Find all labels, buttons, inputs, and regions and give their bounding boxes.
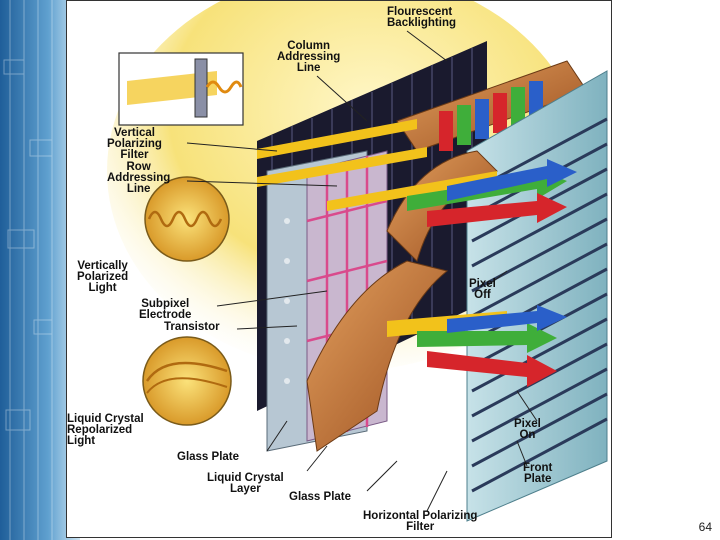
label-line: Light — [77, 283, 128, 294]
label-line: On — [514, 430, 541, 441]
label-liquid-crystal-repolarized-light: Liquid Crystal Repolarized Light — [67, 414, 144, 447]
label-vertical-polarizing-filter: Vertical Polarizing Filter — [107, 128, 162, 161]
label-column-addressing-line: Column Addressing Line — [277, 41, 340, 74]
label-row-addressing-line: Row Addressing Line — [107, 162, 170, 195]
label-pixel-off: Pixel Off — [469, 279, 496, 301]
label-liquid-crystal-layer: Liquid Crystal Layer — [207, 473, 284, 495]
label-line: Layer — [207, 484, 284, 495]
label-line: Plate — [523, 474, 552, 485]
label-line: Line — [107, 184, 170, 195]
label-pixel-on: Pixel On — [514, 419, 541, 441]
label-line: Off — [469, 290, 496, 301]
label-subpixel-electrode: Subpixel Electrode — [139, 299, 191, 321]
label-line: Filter — [363, 522, 477, 533]
lens-lower — [143, 337, 231, 425]
label-vertically-polarized-light: Vertically Polarized Light — [77, 261, 128, 294]
label-line: Backlighting — [387, 18, 456, 29]
slide-page-number: 64 — [699, 520, 712, 534]
label-line: Filter — [107, 150, 162, 161]
label-line: Light — [67, 436, 144, 447]
label-line: Line — [277, 63, 340, 74]
lcd-diagram-panel: Flourescent Backlighting Column Addressi… — [66, 0, 612, 538]
label-front-plate: Front Plate — [523, 463, 552, 485]
polarizer-inset — [119, 53, 243, 125]
label-transistor: Transistor — [164, 322, 220, 333]
label-glass-plate-front: Glass Plate — [289, 492, 351, 503]
label-line: Electrode — [139, 310, 191, 321]
lcd-structure-illustration — [67, 1, 612, 538]
label-flourescent-backlighting: Flourescent Backlighting — [387, 7, 456, 29]
label-horizontal-polarizing-filter: Horizontal Polarizing Filter — [363, 511, 477, 533]
label-glass-plate-back: Glass Plate — [177, 452, 239, 463]
